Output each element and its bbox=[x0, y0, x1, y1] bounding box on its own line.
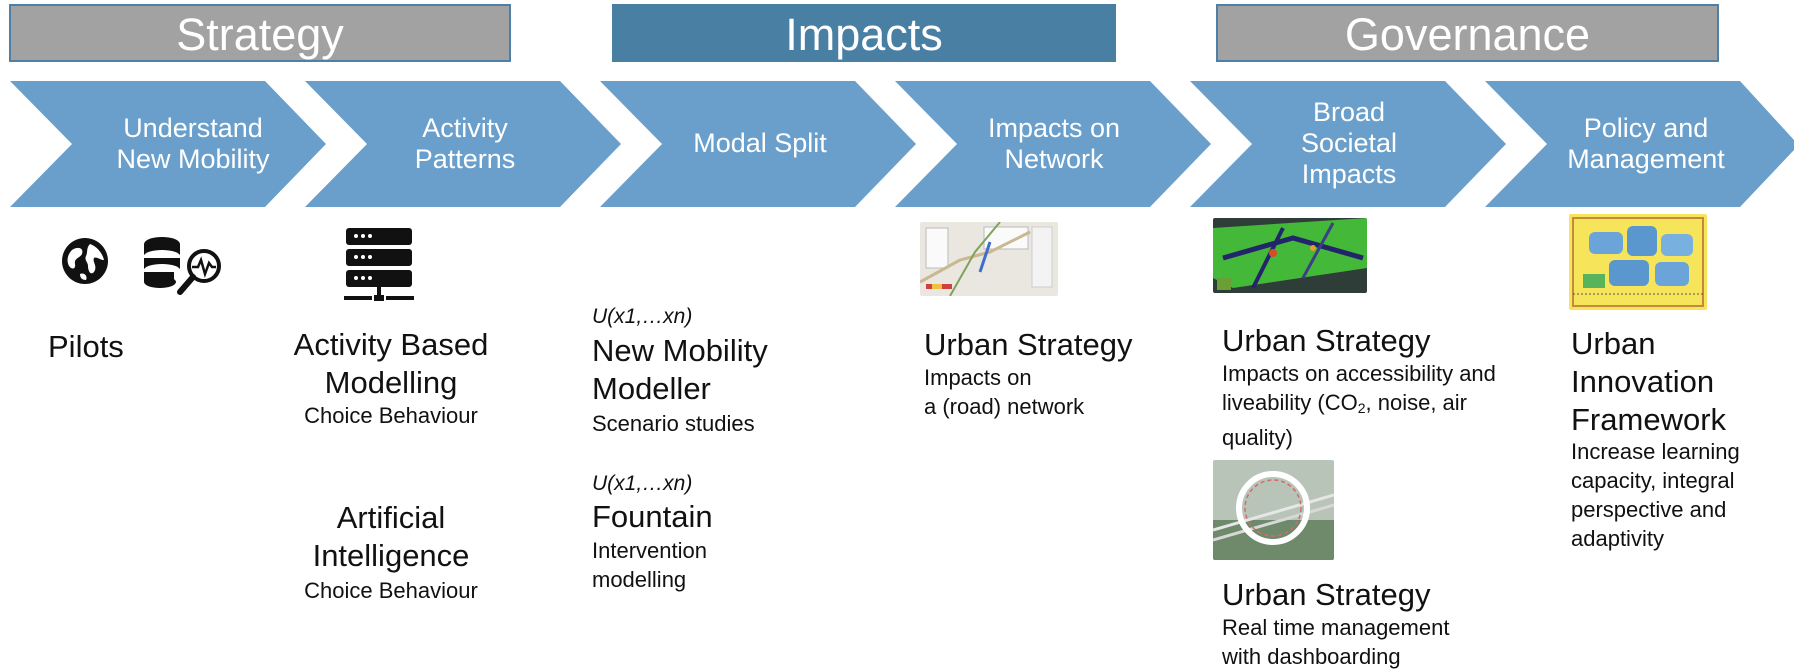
database-search-icon bbox=[144, 237, 221, 295]
urban-strategy-network-title: Urban Strategy bbox=[924, 327, 1133, 362]
chevron-modal-split bbox=[600, 81, 916, 207]
new-mobility-modeller-sub: Scenario studies bbox=[592, 411, 755, 436]
fountain-sub: Intervention modelling bbox=[592, 538, 707, 592]
urban-strategy-network-sub: Impacts on a (road) network bbox=[924, 365, 1085, 419]
chevron-understand-new-mobility bbox=[10, 81, 326, 207]
group-header-strategy: Strategy bbox=[9, 4, 511, 62]
fountain-title: Fountain bbox=[592, 499, 713, 534]
pilots-title: Pilots bbox=[48, 329, 124, 364]
network-map-thumbnail bbox=[920, 222, 1058, 296]
group-header-impacts: Impacts bbox=[612, 4, 1116, 62]
globe-icon bbox=[62, 238, 108, 284]
new-mobility-modeller-title: New Mobility Modeller bbox=[592, 333, 768, 406]
liveability-heatmap-thumbnail bbox=[1213, 218, 1367, 293]
server-icon bbox=[344, 228, 414, 301]
step-label-modal-split: Modal Split bbox=[693, 128, 827, 158]
utility-formula: U(x1,…xn) bbox=[592, 472, 693, 495]
step-label-policy-and-management: Policy and Management bbox=[1567, 112, 1725, 174]
step-label-activity-patterns: Activity Patterns bbox=[414, 112, 516, 174]
urban-innovation-framework-title: Urban Innovation Framework bbox=[1571, 326, 1727, 437]
step-label-understand-new-mobility: Understand New Mobility bbox=[116, 112, 270, 174]
chevron-policy-and-management bbox=[1485, 81, 1794, 207]
urban-strategy-dashboard-sub: Real time management with dashboarding bbox=[1222, 615, 1450, 669]
group-header-governance: Governance bbox=[1216, 4, 1719, 62]
utility-formula: U(x1,…xn) bbox=[592, 305, 693, 328]
urban-innovation-framework-sub: Increase learning capacity, integral per… bbox=[1571, 439, 1740, 551]
activity-based-modelling-title: Activity Based Modelling bbox=[293, 327, 489, 400]
chevron-broad-societal-impacts bbox=[1190, 81, 1506, 207]
step-label-broad-societal-impacts: Broad Societal Impacts bbox=[1300, 97, 1398, 189]
artificial-intelligence-sub: Choice Behaviour bbox=[304, 578, 478, 603]
step-label-impacts-on-network: Impacts on Network bbox=[987, 112, 1121, 174]
urban-strategy-dashboard-title: Urban Strategy bbox=[1222, 577, 1431, 612]
chevron-activity-patterns bbox=[305, 81, 621, 207]
urban-strategy-accessibility-title: Urban Strategy bbox=[1222, 323, 1431, 358]
innovation-framework-thumbnail bbox=[1569, 214, 1707, 310]
urban-strategy-accessibility-sub: Impacts on accessibility and liveability… bbox=[1222, 361, 1496, 450]
chevron-impacts-on-network bbox=[895, 81, 1211, 207]
dashboard-ring-thumbnail bbox=[1213, 460, 1334, 560]
activity-based-modelling-sub: Choice Behaviour bbox=[304, 403, 478, 428]
artificial-intelligence-title: Artificial Intelligence bbox=[312, 500, 470, 573]
